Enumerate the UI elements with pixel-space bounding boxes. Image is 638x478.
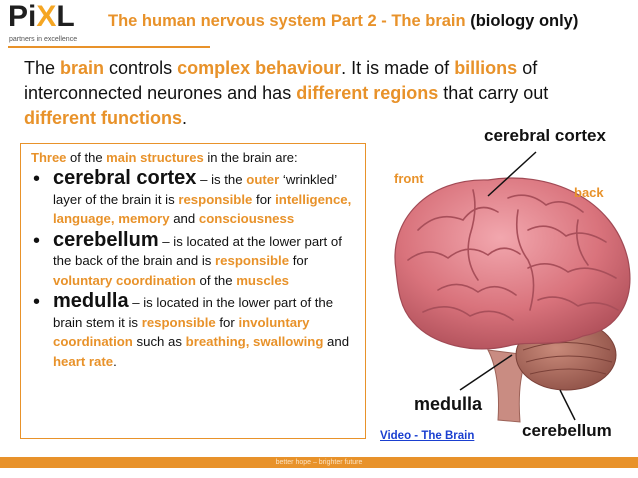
label-cerebellum: cerebellum bbox=[522, 421, 612, 440]
list-item-cerebellum: • cerebellum – is located at the lower p… bbox=[33, 228, 342, 288]
structures-heading: Three of the main structures in the brai… bbox=[31, 150, 298, 165]
label-front: front bbox=[394, 171, 424, 186]
list-item-medulla: • medulla – is located in the lower part… bbox=[33, 290, 350, 369]
footer-bar: better hope – brighter future bbox=[0, 457, 638, 468]
label-back: back bbox=[574, 185, 604, 200]
bullet-icon: • bbox=[33, 168, 41, 190]
intro-text: The brain controls complex behaviour. It… bbox=[24, 58, 549, 128]
label-medulla: medulla bbox=[414, 394, 483, 414]
label-cerebral-cortex: cerebral cortex bbox=[484, 126, 606, 145]
structures-box: Three of the main structures in the brai… bbox=[20, 143, 366, 439]
title-underline bbox=[8, 46, 210, 48]
pixl-logo: PiXL partners in excellence bbox=[8, 0, 90, 44]
page-title: The human nervous system Part 2 - The br… bbox=[108, 12, 579, 30]
logo-tagline: partners in excellence bbox=[9, 36, 78, 43]
cerebrum-shape bbox=[394, 177, 631, 350]
footer-slogan: better hope – brighter future bbox=[275, 459, 363, 466]
list-item-cerebral-cortex: • cerebral cortex – is the outer ‘wrinkl… bbox=[33, 167, 352, 227]
bullet-icon: • bbox=[33, 291, 41, 313]
structures-list: • cerebral cortex – is the outer ‘wrinkl… bbox=[31, 168, 357, 371]
bullet-icon: • bbox=[33, 229, 41, 252]
brain-image bbox=[394, 177, 631, 423]
logo-wordmark: PiXL bbox=[8, 0, 75, 33]
video-link[interactable]: Video - The Brain bbox=[380, 430, 475, 442]
